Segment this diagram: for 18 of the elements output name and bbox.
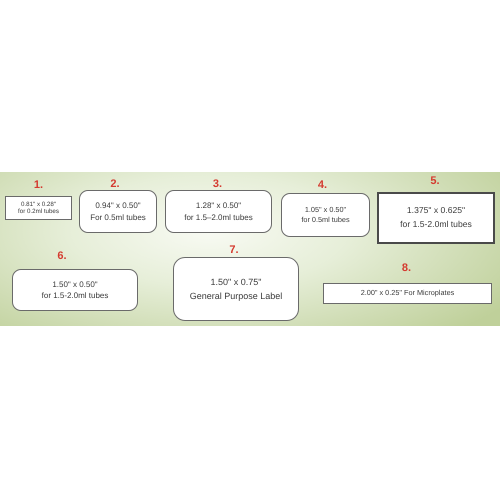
size-text: 1.28" x 0.50" (196, 201, 242, 210)
size-text: 1.50" x 0.75" (210, 276, 262, 287)
item-number: 1. (34, 179, 44, 191)
item-number: 7. (229, 244, 239, 256)
item-number: 2. (110, 178, 120, 190)
item-number: 5. (430, 175, 440, 187)
usage-text: for 1.5-2.0ml tubes (42, 291, 108, 300)
usage-text: For 0.5ml tubes (90, 212, 146, 222)
size-text: 1.375" x 0.625" (406, 206, 466, 216)
size-text: 0.94" x 0.50" (95, 201, 141, 210)
item-number: 8. (402, 262, 412, 274)
usage-text: General Purpose Label (190, 291, 282, 302)
item-number: 6. (57, 250, 67, 262)
size-text: 1.50" x 0.50" (52, 280, 98, 289)
item-number: 3. (212, 178, 222, 190)
usage-text: for 1.5–2.0ml tubes (184, 212, 253, 222)
item-number: 4. (318, 179, 328, 191)
usage-text: for 1.5-2.0ml tubes (400, 220, 472, 230)
